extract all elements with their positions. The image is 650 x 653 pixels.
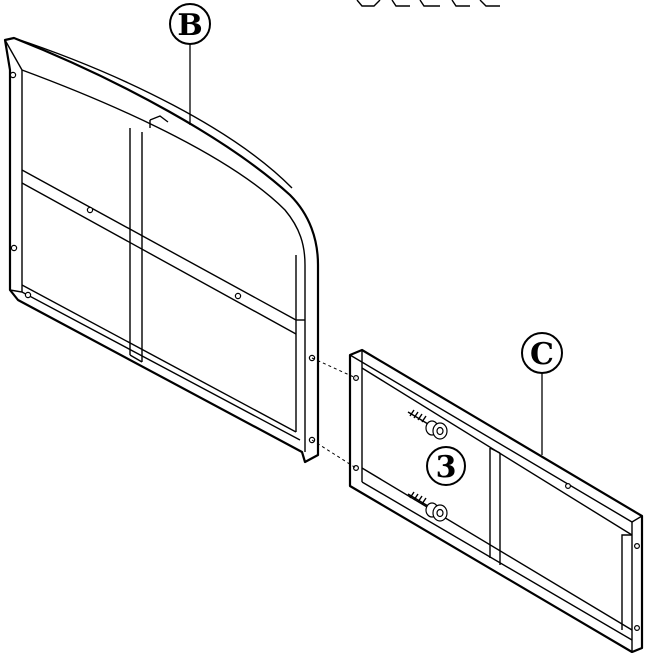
callout-c: C <box>521 332 563 455</box>
callout-b-label: B <box>177 8 202 43</box>
hole <box>633 624 640 631</box>
bolt-upper <box>407 409 448 440</box>
hole <box>633 542 640 549</box>
panel-b-frame <box>3 36 320 464</box>
hole <box>353 465 360 472</box>
panel-c-frame <box>348 348 644 653</box>
cropped-top-marks <box>356 0 500 7</box>
hole <box>9 71 17 79</box>
hole <box>564 483 571 490</box>
callout-c-label: C <box>530 337 554 372</box>
hole <box>86 206 94 214</box>
callout-b: B <box>169 3 211 125</box>
hole <box>10 244 18 252</box>
bolt-lower <box>407 491 448 522</box>
alignment-lines <box>311 357 357 469</box>
hole <box>234 292 242 300</box>
callout-step-3: 3 <box>426 446 466 486</box>
hole <box>24 291 32 299</box>
step-number-label: 3 <box>436 450 457 485</box>
